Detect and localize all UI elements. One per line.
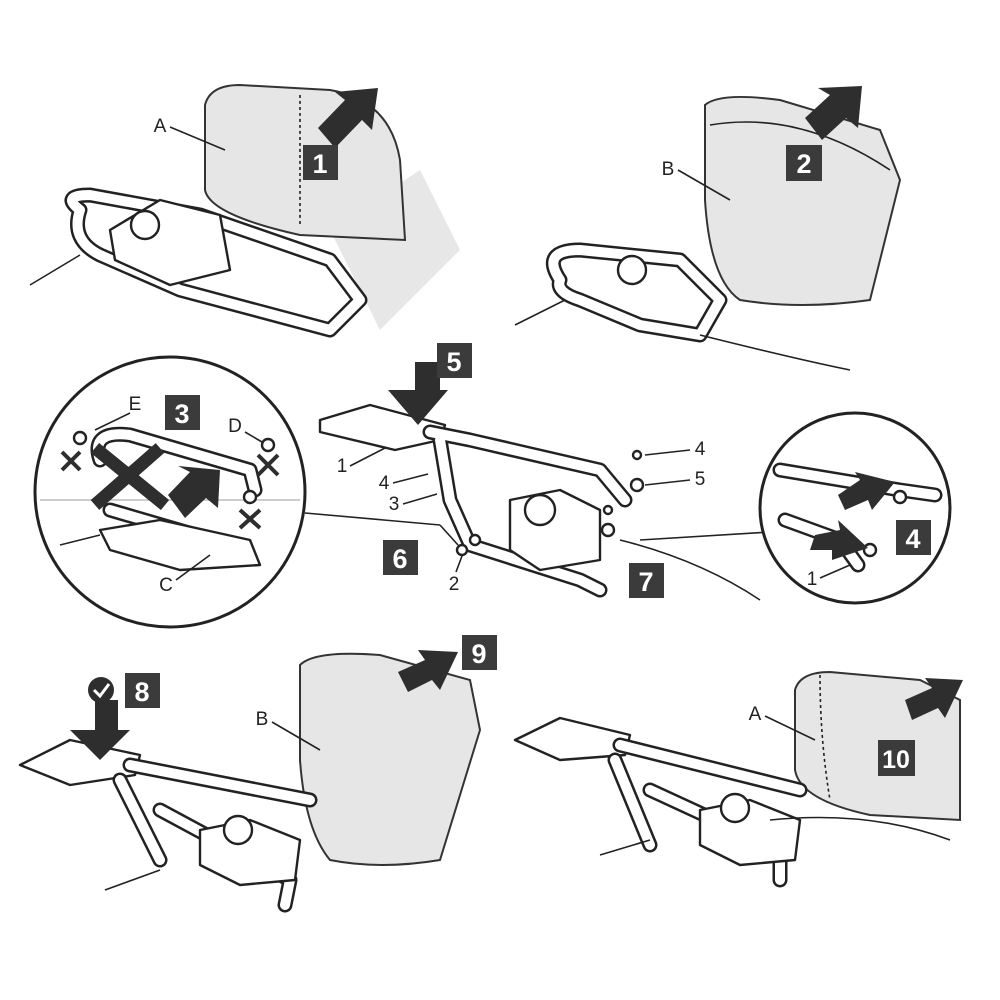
- push-arrow-icon: [398, 650, 458, 692]
- step-badge-9: 9: [471, 639, 486, 669]
- panel-step-1: 1 A: [29, 83, 460, 338]
- step-badge-5: 5: [446, 347, 461, 377]
- label-bracket-c: C: [159, 575, 173, 596]
- label-num-5: 5: [695, 469, 706, 490]
- detail-circle-step-4: 4 1: [758, 411, 952, 605]
- label-num-2: 2: [449, 574, 460, 595]
- step-badge-3: 3: [174, 399, 189, 429]
- label-num-1: 1: [337, 456, 348, 477]
- step-badge-4: 4: [905, 524, 920, 554]
- check-circle-icon: [88, 677, 114, 703]
- label-num-4b: 4: [695, 439, 706, 460]
- x-mark-icon: [256, 453, 280, 477]
- step-badge-6: 6: [392, 544, 407, 574]
- label-num-4: 4: [379, 473, 390, 494]
- push-arrow-icon: [905, 678, 963, 720]
- label-box-b: B: [662, 159, 675, 180]
- step-badge-7: 7: [638, 567, 653, 597]
- step-badge-8: 8: [134, 677, 149, 707]
- push-arrow-icon: [838, 472, 895, 510]
- label-num-3: 3: [389, 494, 400, 515]
- push-arrow-icon: [318, 88, 378, 148]
- panel-steps-8-9: 8 9 B: [18, 635, 497, 913]
- push-arrow-icon: [810, 520, 868, 560]
- label-screw-d: D: [228, 416, 242, 437]
- push-arrow-icon: [70, 700, 130, 760]
- step-badge-1: 1: [312, 149, 327, 179]
- x-mark-icon: [238, 508, 262, 530]
- x-mark-icon: [90, 442, 170, 511]
- x-mark-icon: [60, 450, 82, 472]
- push-arrow-icon: [168, 466, 220, 518]
- panel-step-10: 10 A: [513, 670, 963, 888]
- label-seat-a-2: A: [749, 704, 762, 725]
- panel-steps-5-6-7: 5 6 7 1 4 3 4 5 2: [318, 343, 771, 601]
- push-arrow-icon: [388, 362, 448, 425]
- label-seat-a: A: [154, 116, 167, 137]
- label-box-b-2: B: [256, 709, 269, 730]
- label-screw-e: E: [129, 394, 142, 415]
- detail-circle-step-3: 3 E D C: [33, 355, 441, 629]
- panel-step-2: 2 B: [514, 86, 902, 371]
- storage-box-b: [299, 652, 482, 866]
- push-arrow-icon: [805, 86, 862, 140]
- storage-box-b: [704, 96, 902, 306]
- step-badge-2: 2: [796, 149, 811, 179]
- label-num-1-detail: 1: [807, 569, 818, 590]
- step-badge-10: 10: [882, 746, 910, 774]
